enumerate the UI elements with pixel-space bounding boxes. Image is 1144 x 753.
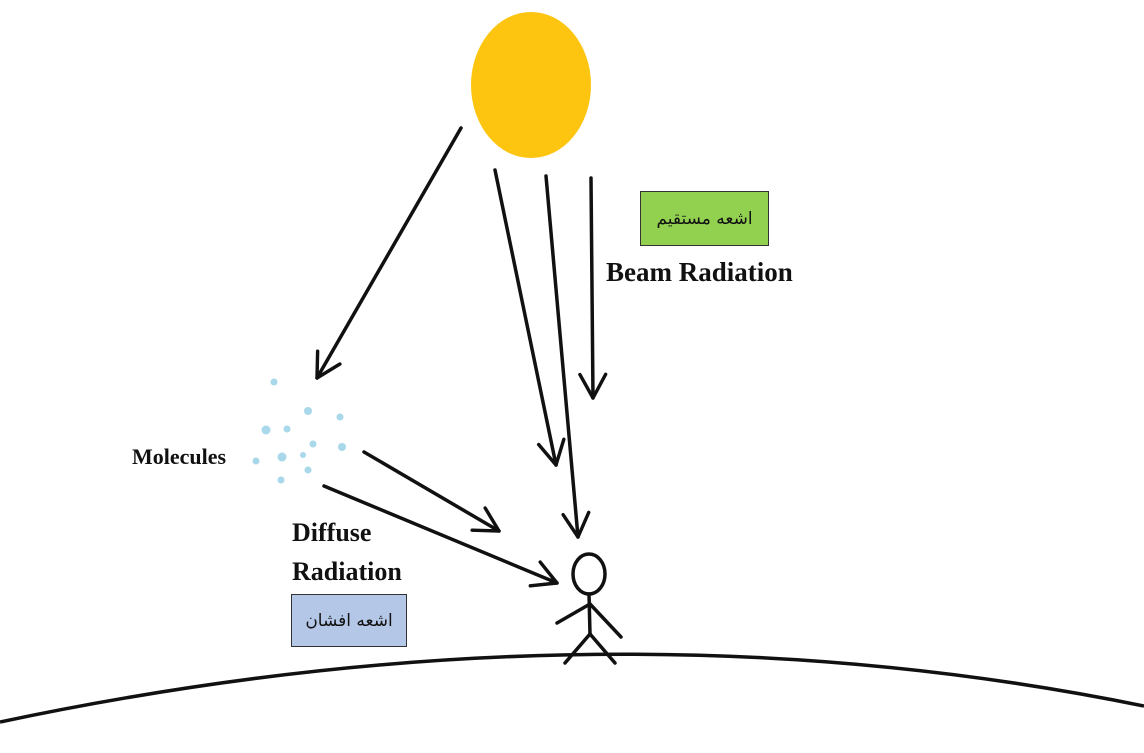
arrow-beam-1	[493, 168, 566, 467]
arrow-beam-2	[544, 174, 591, 539]
molecules-label: Molecules	[132, 444, 227, 469]
diffuse-radiation-label: Diffuse Radiation	[292, 513, 402, 591]
diffuse-label-line-2: Radiation	[292, 557, 402, 586]
arrow-diffuse-1	[362, 450, 501, 533]
diffuse-radiation-persian-label: اشعه افشان	[291, 594, 407, 647]
ground-curve	[0, 652, 1144, 724]
arrow-diffuse-2	[322, 484, 559, 588]
arrow-sun-to-molecules	[315, 126, 463, 380]
arrow-beam-3	[578, 176, 608, 400]
beam-radiation-persian-label: اشعه مستقیم	[640, 191, 769, 246]
beam-radiation-label: Beam Radiation	[606, 257, 793, 287]
diffuse-label-line-1: Diffuse	[292, 518, 372, 547]
person-icon	[555, 552, 623, 665]
molecules-cluster-icon	[252, 378, 346, 484]
sun-icon	[471, 12, 591, 158]
